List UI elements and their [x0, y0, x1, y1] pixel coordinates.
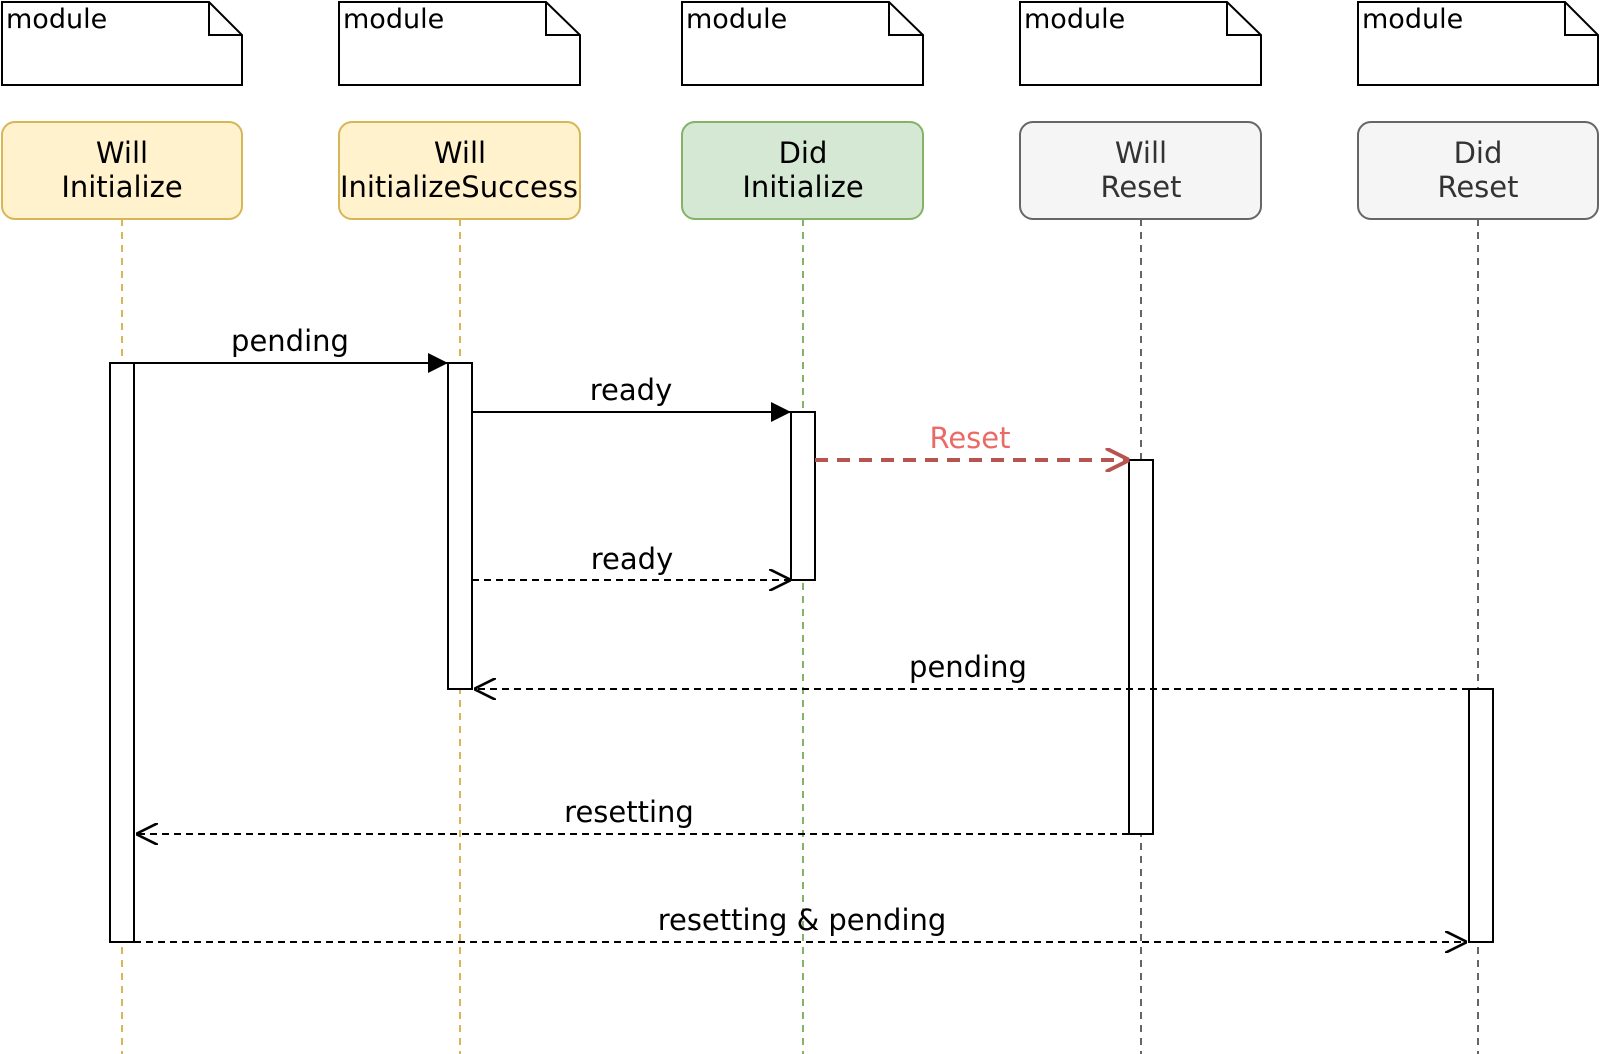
message-ready-return: ready [472, 542, 791, 580]
participant-did-initialize: Did Initialize [681, 121, 924, 220]
module-note-label: module [6, 4, 107, 35]
participant-will-initialize: Will Initialize [1, 121, 243, 220]
message-ready: ready [472, 373, 791, 422]
participant-did-reset: Did Reset [1357, 121, 1599, 220]
activation-bar [1468, 688, 1494, 943]
module-note: module [338, 1, 581, 86]
module-note-label: module [1024, 4, 1125, 35]
message-reset: Reset [815, 421, 1127, 460]
participant-label-line: Reset [1100, 170, 1181, 204]
activation-bar [1128, 459, 1154, 835]
message-label: ready [591, 542, 673, 576]
participant-label-line: Will [96, 136, 148, 170]
module-note: module [681, 1, 924, 86]
activation-bar [109, 362, 135, 943]
message-label: pending [909, 650, 1027, 684]
module-note: module [1357, 1, 1599, 86]
participant-label-line: Will [434, 136, 486, 170]
message-label: resetting & pending [658, 903, 947, 937]
module-note-label: module [343, 4, 444, 35]
message-label: Reset [929, 421, 1010, 455]
participant-will-reset: Will Reset [1019, 121, 1262, 220]
message-pending: pending [134, 324, 448, 373]
participant-label-line: Initialize [742, 170, 863, 204]
participant-label-line: Reset [1437, 170, 1518, 204]
activation-bar [447, 362, 473, 690]
participant-label-line: InitializeSuccess [340, 170, 578, 204]
message-pending-return: pending [474, 650, 1469, 689]
message-label: ready [590, 373, 672, 407]
message-label: resetting [564, 795, 694, 829]
module-note-label: module [686, 4, 787, 35]
participant-label-line: Will [1115, 136, 1167, 170]
message-label: pending [231, 324, 349, 358]
participant-label-line: Did [1454, 136, 1503, 170]
module-note-label: module [1362, 4, 1463, 35]
message-resetting: resetting [136, 795, 1129, 834]
participant-will-initialize-success: Will InitializeSuccess [338, 121, 581, 220]
module-note: module [1, 1, 243, 86]
participant-label-line: Did [779, 136, 828, 170]
module-note: module [1019, 1, 1262, 86]
message-resetting-pending: resetting & pending [134, 903, 1467, 942]
activation-bar [790, 411, 816, 581]
participant-label-line: Initialize [61, 170, 182, 204]
